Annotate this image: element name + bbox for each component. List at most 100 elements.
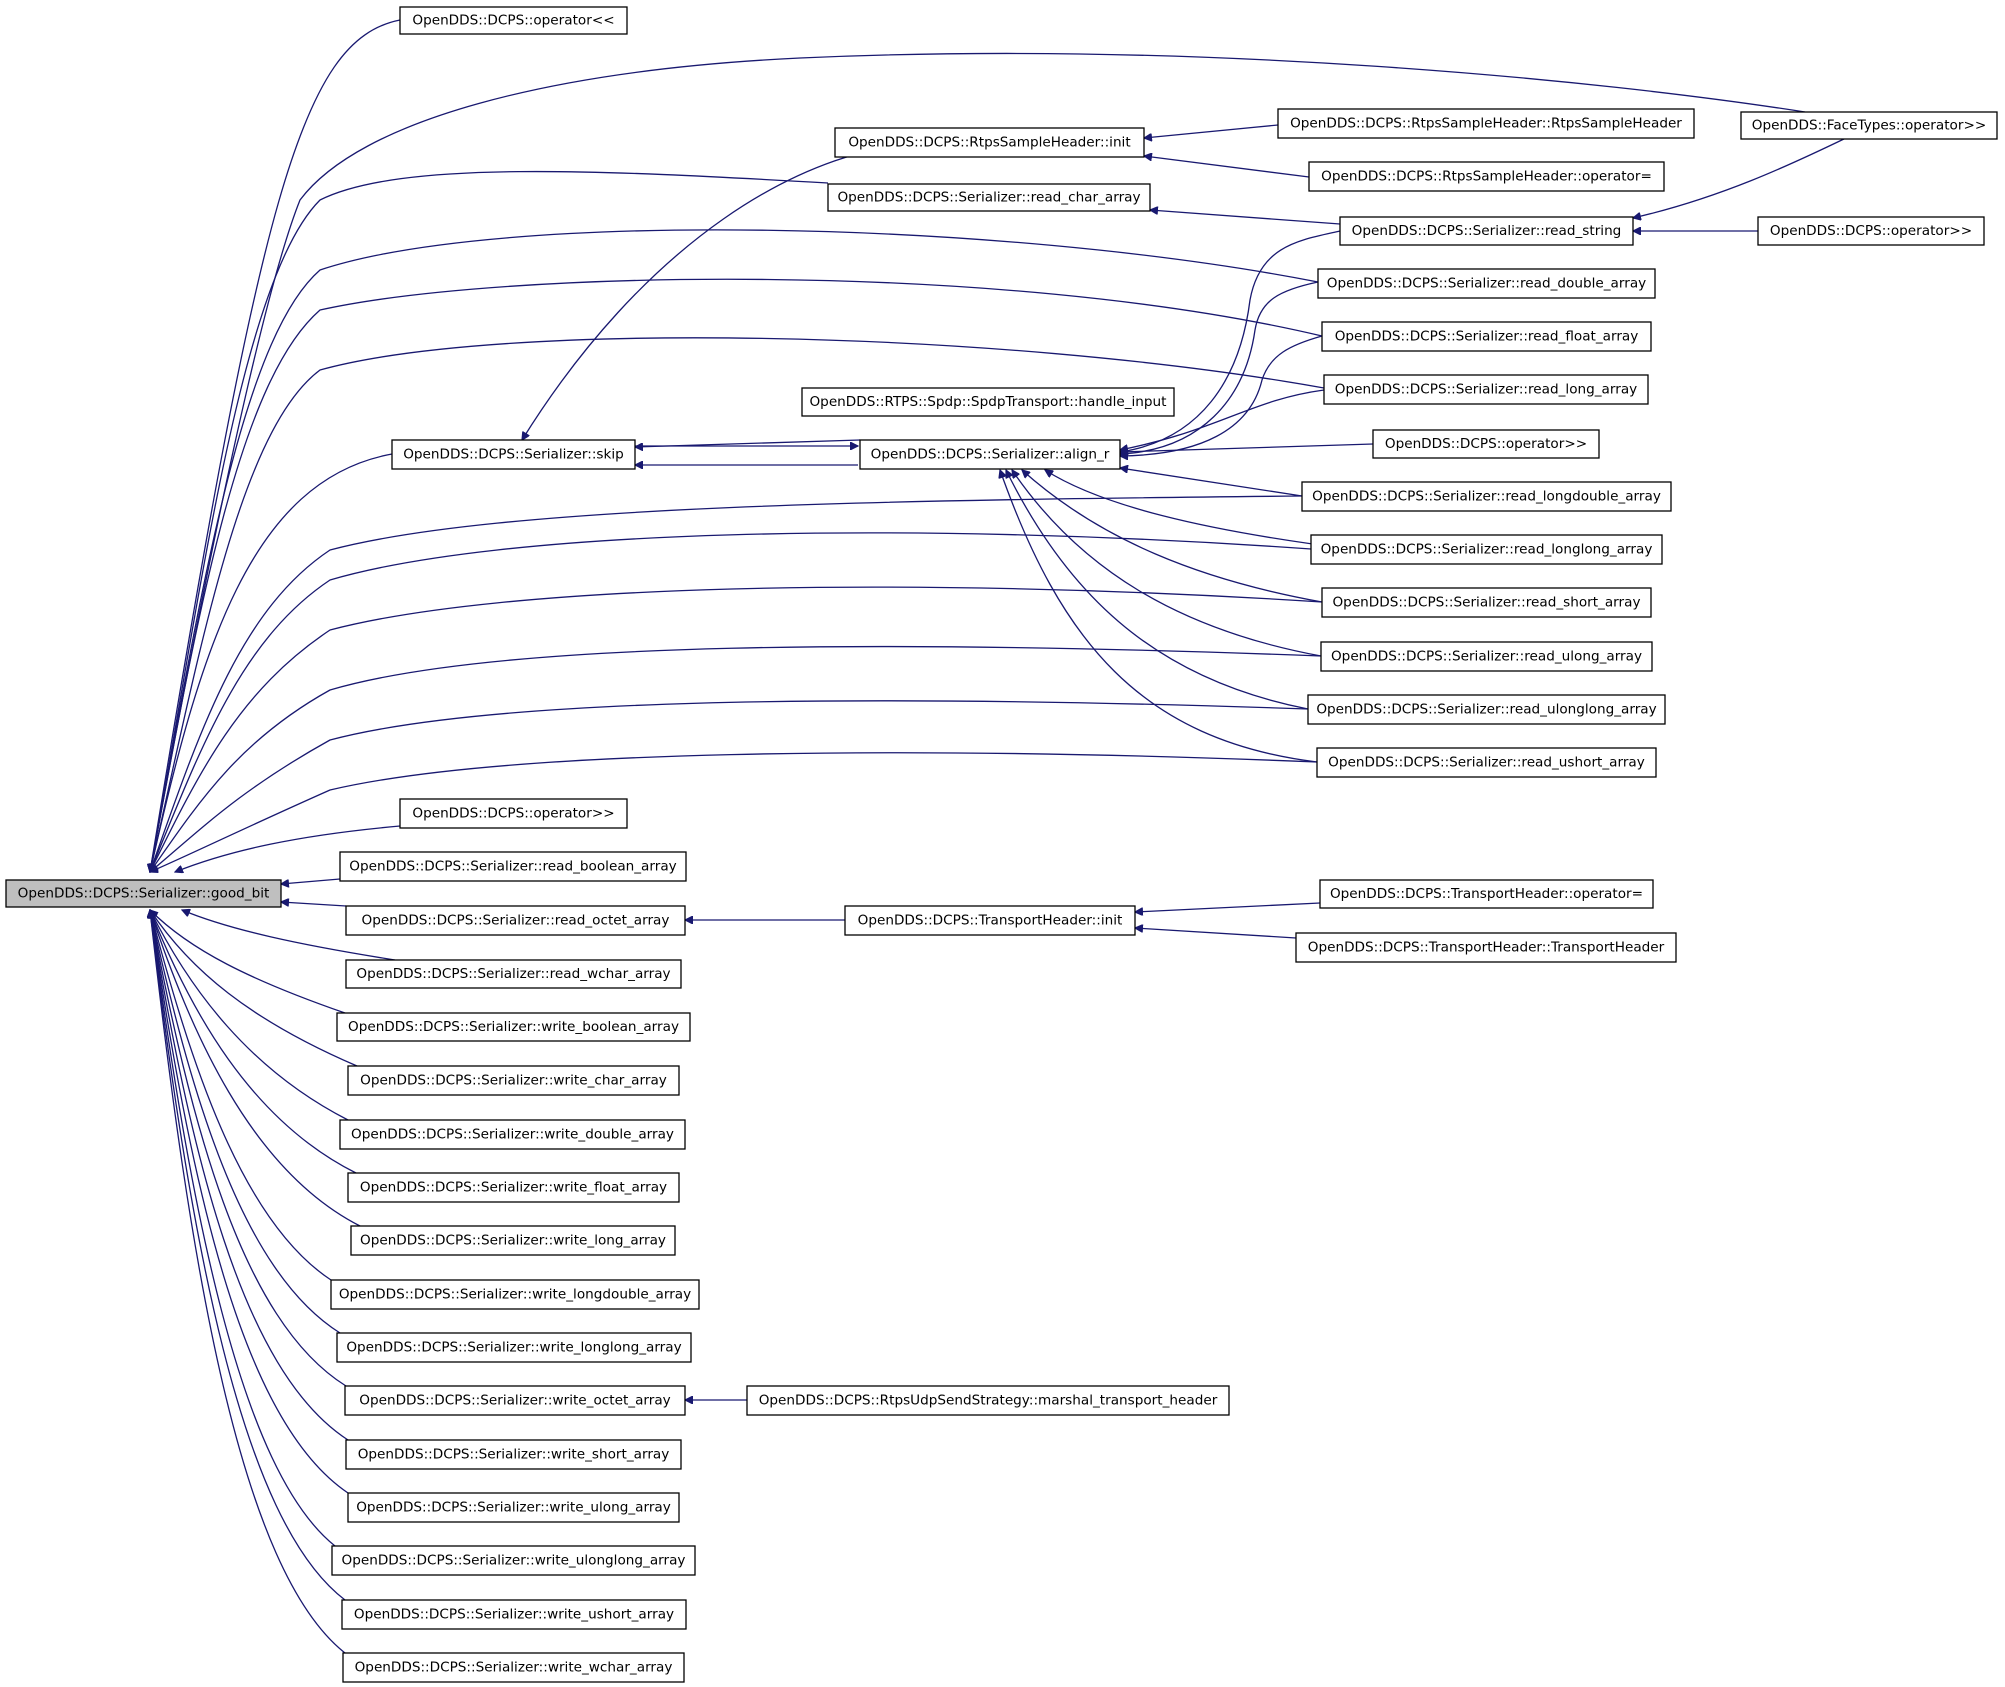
node-write-short-array[interactable]: OpenDDS::DCPS::Serializer::write_short_a… bbox=[345, 1439, 682, 1470]
node-read-longdouble-array[interactable]: OpenDDS::DCPS::Serializer::read_longdoub… bbox=[1301, 481, 1672, 512]
node-read-long-array[interactable]: OpenDDS::DCPS::Serializer::read_long_arr… bbox=[1323, 374, 1649, 405]
edge bbox=[1120, 443, 1374, 452]
node-read-float-array[interactable]: OpenDDS::DCPS::Serializer::read_float_ar… bbox=[1321, 321, 1652, 352]
node-marshal-transport-header[interactable]: OpenDDS::DCPS::RtpsUdpSendStrategy::mars… bbox=[746, 1385, 1230, 1416]
edge bbox=[1120, 230, 1341, 452]
node-write-ulong-array[interactable]: OpenDDS::DCPS::Serializer::write_ulong_a… bbox=[347, 1492, 680, 1523]
node-operator-shift-left[interactable]: OpenDDS::DCPS::operator<< bbox=[399, 6, 628, 35]
edge bbox=[150, 52, 1806, 872]
svg-text:OpenDDS::DCPS::operator<<: OpenDDS::DCPS::operator<< bbox=[412, 13, 614, 29]
svg-text:OpenDDS::DCPS::operator>>: OpenDDS::DCPS::operator>> bbox=[1385, 436, 1587, 452]
node-transport-header-constructor[interactable]: OpenDDS::DCPS::TransportHeader::Transpor… bbox=[1295, 932, 1677, 963]
node-write-longlong-array[interactable]: OpenDDS::DCPS::Serializer::write_longlon… bbox=[336, 1332, 692, 1363]
node-read-ulonglong-array[interactable]: OpenDDS::DCPS::Serializer::read_ulonglon… bbox=[1307, 694, 1666, 725]
node-good-bit[interactable]: OpenDDS::DCPS::Serializer::good_bit bbox=[5, 879, 282, 908]
edge bbox=[1022, 470, 1323, 603]
svg-text:OpenDDS::DCPS::TransportHeader: OpenDDS::DCPS::TransportHeader::init bbox=[858, 913, 1123, 929]
edge bbox=[150, 337, 1325, 872]
edge bbox=[1045, 470, 1351, 550]
edge bbox=[175, 825, 401, 872]
edge bbox=[182, 910, 396, 961]
edge bbox=[1120, 389, 1325, 450]
edge bbox=[1135, 928, 1297, 939]
edge bbox=[150, 586, 1323, 872]
node-operator-shift-right-1[interactable]: OpenDDS::DCPS::operator>> bbox=[1757, 216, 1985, 246]
node-read-wchar-array[interactable]: OpenDDS::DCPS::Serializer::read_wchar_ar… bbox=[345, 959, 682, 989]
edge bbox=[1633, 137, 1847, 218]
edge bbox=[150, 700, 1309, 872]
node-read-short-array[interactable]: OpenDDS::DCPS::Serializer::read_short_ar… bbox=[1321, 587, 1652, 618]
edge bbox=[150, 910, 346, 1601]
node-read-longlong-array[interactable]: OpenDDS::DCPS::Serializer::read_longlong… bbox=[1310, 534, 1663, 565]
svg-text:OpenDDS::RTPS::Spdp::SpdpTrans: OpenDDS::RTPS::Spdp::SpdpTransport::hand… bbox=[809, 394, 1166, 410]
svg-text:OpenDDS::DCPS::Serializer::rea: OpenDDS::DCPS::Serializer::read_longdoub… bbox=[1312, 489, 1661, 505]
node-write-float-array[interactable]: OpenDDS::DCPS::Serializer::write_float_a… bbox=[347, 1172, 680, 1203]
edge bbox=[1120, 468, 1303, 497]
node-skip[interactable]: OpenDDS::DCPS::Serializer::skip bbox=[391, 439, 636, 470]
node-write-double-array[interactable]: OpenDDS::DCPS::Serializer::write_double_… bbox=[339, 1119, 686, 1150]
edge bbox=[150, 910, 341, 1334]
edge bbox=[281, 902, 347, 907]
edge bbox=[150, 532, 1312, 872]
edge bbox=[150, 910, 346, 1654]
node-read-char-array[interactable]: OpenDDS::DCPS::Serializer::read_char_arr… bbox=[827, 183, 1151, 212]
svg-text:OpenDDS::DCPS::Serializer::wri: OpenDDS::DCPS::Serializer::write_longdou… bbox=[339, 1287, 691, 1303]
svg-text:OpenDDS::DCPS::RtpsSampleHeade: OpenDDS::DCPS::RtpsSampleHeader::operato… bbox=[1321, 169, 1652, 185]
node-operator-shift-right-2[interactable]: OpenDDS::DCPS::operator>> bbox=[1372, 429, 1600, 459]
node-rtps-sample-header-constructor[interactable]: OpenDDS::DCPS::RtpsSampleHeader::RtpsSam… bbox=[1277, 108, 1695, 139]
svg-text:OpenDDS::DCPS::RtpsSampleHeade: OpenDDS::DCPS::RtpsSampleHeader::RtpsSam… bbox=[1290, 116, 1682, 132]
svg-text:OpenDDS::DCPS::Serializer::wri: OpenDDS::DCPS::Serializer::write_long_ar… bbox=[360, 1233, 666, 1249]
edge bbox=[150, 910, 332, 1281]
node-transport-header-assign[interactable]: OpenDDS::DCPS::TransportHeader::operator… bbox=[1319, 879, 1654, 909]
svg-text:OpenDDS::DCPS::Serializer::rea: OpenDDS::DCPS::Serializer::read_octet_ar… bbox=[362, 913, 670, 929]
edge bbox=[150, 229, 1319, 872]
node-align-r[interactable]: OpenDDS::DCPS::Serializer::align_r bbox=[859, 439, 1121, 470]
edge bbox=[150, 910, 346, 1014]
svg-text:OpenDDS::DCPS::Serializer::wri: OpenDDS::DCPS::Serializer::write_ulong_a… bbox=[356, 1500, 671, 1516]
svg-text:OpenDDS::DCPS::Serializer::ali: OpenDDS::DCPS::Serializer::align_r bbox=[871, 447, 1110, 463]
node-write-ulonglong-array[interactable]: OpenDDS::DCPS::Serializer::write_ulonglo… bbox=[331, 1545, 696, 1576]
svg-text:OpenDDS::DCPS::Serializer::wri: OpenDDS::DCPS::Serializer::write_longlon… bbox=[346, 1340, 681, 1356]
node-write-ushort-array[interactable]: OpenDDS::DCPS::Serializer::write_ushort_… bbox=[341, 1599, 687, 1630]
svg-text:OpenDDS::DCPS::Serializer::wri: OpenDDS::DCPS::Serializer::write_short_a… bbox=[358, 1447, 670, 1463]
svg-text:OpenDDS::DCPS::Serializer::rea: OpenDDS::DCPS::Serializer::read_longlong… bbox=[1321, 542, 1653, 558]
node-spdp-handle-input[interactable]: OpenDDS::RTPS::Spdp::SpdpTransport::hand… bbox=[801, 387, 1175, 417]
node-read-ulong-array[interactable]: OpenDDS::DCPS::Serializer::read_ulong_ar… bbox=[1320, 641, 1653, 672]
node-write-wchar-array[interactable]: OpenDDS::DCPS::Serializer::write_wchar_a… bbox=[342, 1652, 685, 1683]
svg-text:OpenDDS::DCPS::Serializer::goo: OpenDDS::DCPS::Serializer::good_bit bbox=[18, 886, 270, 902]
node-write-char-array[interactable]: OpenDDS::DCPS::Serializer::write_char_ar… bbox=[347, 1065, 680, 1096]
edge bbox=[150, 495, 1303, 872]
node-write-octet-array[interactable]: OpenDDS::DCPS::Serializer::write_octet_a… bbox=[344, 1385, 686, 1416]
svg-text:OpenDDS::DCPS::Serializer::ski: OpenDDS::DCPS::Serializer::skip bbox=[403, 447, 624, 463]
node-facetypes-operator-shift-right[interactable]: OpenDDS::FaceTypes::operator>> bbox=[1740, 111, 1998, 140]
edge bbox=[1135, 902, 1321, 912]
node-read-octet-array[interactable]: OpenDDS::DCPS::Serializer::read_octet_ar… bbox=[345, 905, 686, 936]
edge bbox=[150, 910, 357, 1174]
svg-text:OpenDDS::DCPS::Serializer::rea: OpenDDS::DCPS::Serializer::read_string bbox=[1352, 223, 1622, 239]
svg-text:OpenDDS::DCPS::TransportHeader: OpenDDS::DCPS::TransportHeader::Transpor… bbox=[1308, 940, 1665, 956]
node-read-double-array[interactable]: OpenDDS::DCPS::Serializer::read_double_a… bbox=[1317, 268, 1656, 299]
svg-text:OpenDDS::DCPS::Serializer::rea: OpenDDS::DCPS::Serializer::read_boolean_… bbox=[349, 859, 676, 875]
svg-text:OpenDDS::DCPS::Serializer::wri: OpenDDS::DCPS::Serializer::write_octet_a… bbox=[359, 1393, 670, 1409]
node-read-boolean-array[interactable]: OpenDDS::DCPS::Serializer::read_boolean_… bbox=[339, 851, 687, 882]
node-operator-shift-right-3[interactable]: OpenDDS::DCPS::operator>> bbox=[399, 798, 628, 829]
node-transport-header-init[interactable]: OpenDDS::DCPS::TransportHeader::init bbox=[844, 905, 1136, 936]
node-read-string[interactable]: OpenDDS::DCPS::Serializer::read_string bbox=[1339, 216, 1634, 246]
edge bbox=[150, 910, 347, 1387]
svg-text:OpenDDS::DCPS::Serializer::rea: OpenDDS::DCPS::Serializer::read_ushort_a… bbox=[1328, 755, 1645, 771]
node-write-longdouble-array[interactable]: OpenDDS::DCPS::Serializer::write_longdou… bbox=[330, 1279, 700, 1310]
edge bbox=[1150, 210, 1341, 225]
svg-text:OpenDDS::DCPS::Serializer::wri: OpenDDS::DCPS::Serializer::write_ushort_… bbox=[354, 1607, 674, 1623]
node-read-ushort-array[interactable]: OpenDDS::DCPS::Serializer::read_ushort_a… bbox=[1316, 747, 1657, 778]
node-write-boolean-array[interactable]: OpenDDS::DCPS::Serializer::write_boolean… bbox=[336, 1012, 691, 1042]
edge bbox=[150, 19, 401, 872]
svg-text:OpenDDS::DCPS::Serializer::wri: OpenDDS::DCPS::Serializer::write_double_… bbox=[351, 1127, 674, 1143]
node-rtps-sample-header-init[interactable]: OpenDDS::DCPS::RtpsSampleHeader::init bbox=[834, 127, 1145, 158]
svg-text:OpenDDS::DCPS::Serializer::rea: OpenDDS::DCPS::Serializer::read_char_arr… bbox=[837, 190, 1140, 206]
edge bbox=[1144, 124, 1279, 138]
node-rtps-sample-header-assign[interactable]: OpenDDS::DCPS::RtpsSampleHeader::operato… bbox=[1308, 161, 1665, 192]
svg-text:OpenDDS::DCPS::Serializer::rea: OpenDDS::DCPS::Serializer::read_ulonglon… bbox=[1316, 702, 1656, 718]
node-write-long-array[interactable]: OpenDDS::DCPS::Serializer::write_long_ar… bbox=[350, 1225, 676, 1256]
edge bbox=[150, 910, 349, 1494]
